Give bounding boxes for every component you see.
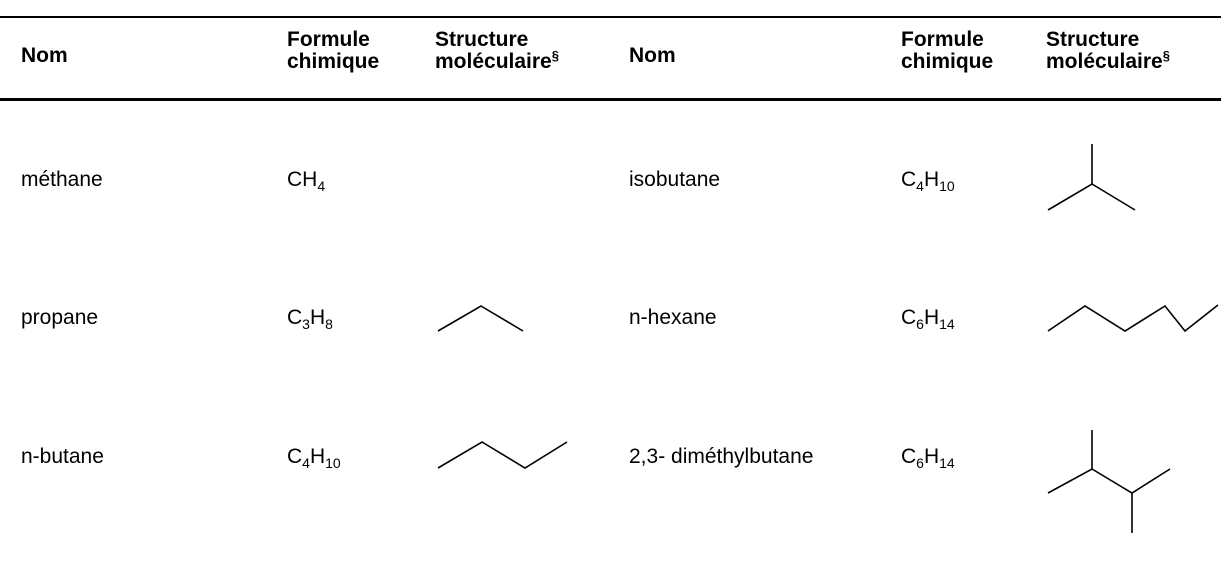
element-symbol: C [901, 445, 917, 468]
row3-left-name: n-butane [21, 445, 104, 468]
row1-right-name: isobutane [629, 168, 721, 191]
atom-count: 4 [317, 178, 326, 194]
bond [437, 441, 568, 469]
atom-count: 6 [916, 455, 924, 471]
bond [437, 305, 524, 332]
row2-left-formula: C3H8 [287, 306, 333, 332]
header-formula-right: Formule chimique [901, 28, 994, 73]
element-symbol: H [302, 168, 318, 191]
bond [1047, 304, 1219, 333]
header-structure-left: Structure moléculaire§ [435, 28, 559, 73]
element-symbol: C [287, 168, 303, 191]
atom-count: 6 [916, 316, 924, 332]
header-bottom-border [0, 98, 1221, 101]
atom-count: 4 [302, 455, 310, 471]
header-structure-right: Structure moléculaire§ [1046, 28, 1170, 73]
n-butane-structure [437, 441, 568, 469]
element-symbol: H [309, 306, 326, 329]
propane-structure [437, 305, 524, 332]
element-symbol: H [923, 306, 940, 329]
row3-left-formula: C4H10 [287, 445, 341, 471]
section-mark: § [1162, 48, 1170, 63]
2-3-dimethylbutane-structure [1047, 430, 1171, 533]
atom-count: 10 [939, 178, 955, 194]
header-formula-left: Formule chimique [287, 28, 380, 73]
element-symbol: H [309, 445, 326, 468]
section-mark: § [551, 48, 559, 63]
atom-count: 3 [302, 316, 310, 332]
atom-count: 4 [916, 178, 924, 194]
isobutane-structure [1047, 144, 1136, 211]
header-name-right: Nom [629, 44, 676, 67]
atom-count: 14 [939, 455, 955, 471]
element-symbol: C [287, 445, 303, 468]
element-symbol: C [287, 306, 303, 329]
row2-left-name: propane [21, 306, 99, 329]
table-top-border [0, 16, 1221, 18]
header-name-left: Nom [21, 44, 68, 67]
element-symbol: C [901, 306, 917, 329]
element-symbol: C [901, 168, 917, 191]
row1-left-formula: CH4 [287, 168, 326, 194]
row2-right-formula: C6H14 [901, 306, 955, 332]
element-symbol: H [923, 445, 940, 468]
atom-count: 14 [939, 316, 955, 332]
bond [1047, 468, 1171, 494]
element-symbol: H [923, 168, 940, 191]
row1-left-name: méthane [21, 168, 103, 191]
row3-right-formula: C6H14 [901, 445, 955, 471]
row3-right-name: 2,3- diméthylbutane [629, 445, 814, 468]
row2-right-name: n-hexane [629, 306, 717, 329]
n-hexane-structure [1047, 304, 1219, 333]
atom-count: 10 [325, 455, 341, 471]
atom-count: 8 [325, 316, 333, 332]
bond [1047, 183, 1136, 211]
row1-right-formula: C4H10 [901, 168, 955, 194]
